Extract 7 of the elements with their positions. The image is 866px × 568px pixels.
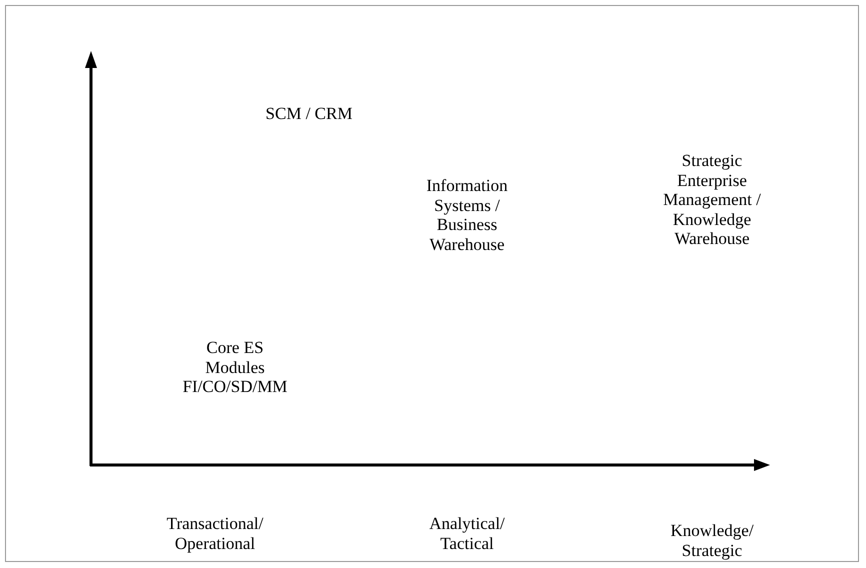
axis-label: Transactional/ Operational: [166, 514, 264, 553]
axis-label: Knowledge/ Strategic: [669, 521, 755, 560]
quadrant-label: Strategic Enterprise Management / Knowledge Warehouse: [662, 151, 762, 248]
axis-label: Analytical/ Tactical: [428, 514, 506, 553]
quadrant-label: SCM / CRM: [264, 104, 354, 124]
quadrant-label: Core ES Modules FI/CO/SD/MM: [182, 338, 288, 396]
quadrant-label: Information Systems / Business Warehouse: [425, 176, 509, 254]
